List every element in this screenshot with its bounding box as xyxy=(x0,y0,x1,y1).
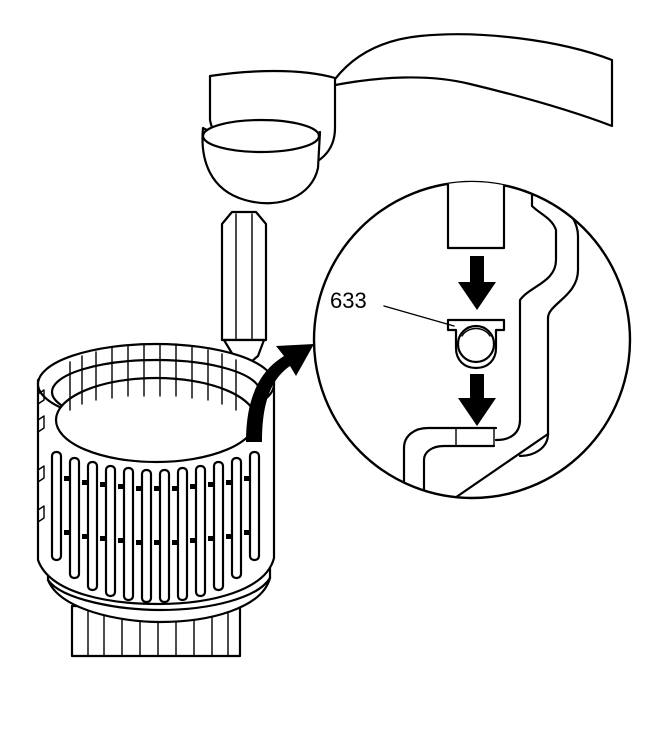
hammer xyxy=(201,33,614,205)
down-arrow-icon xyxy=(458,256,496,310)
punch-tool xyxy=(220,210,268,373)
curved-arrow-icon xyxy=(246,344,314,442)
detail-view xyxy=(312,180,632,500)
check-ball-633 xyxy=(446,318,506,370)
callout-label-633: 633 xyxy=(330,288,367,313)
down-arrow-icon xyxy=(458,374,496,426)
sprag-cage-assembly xyxy=(36,342,276,658)
